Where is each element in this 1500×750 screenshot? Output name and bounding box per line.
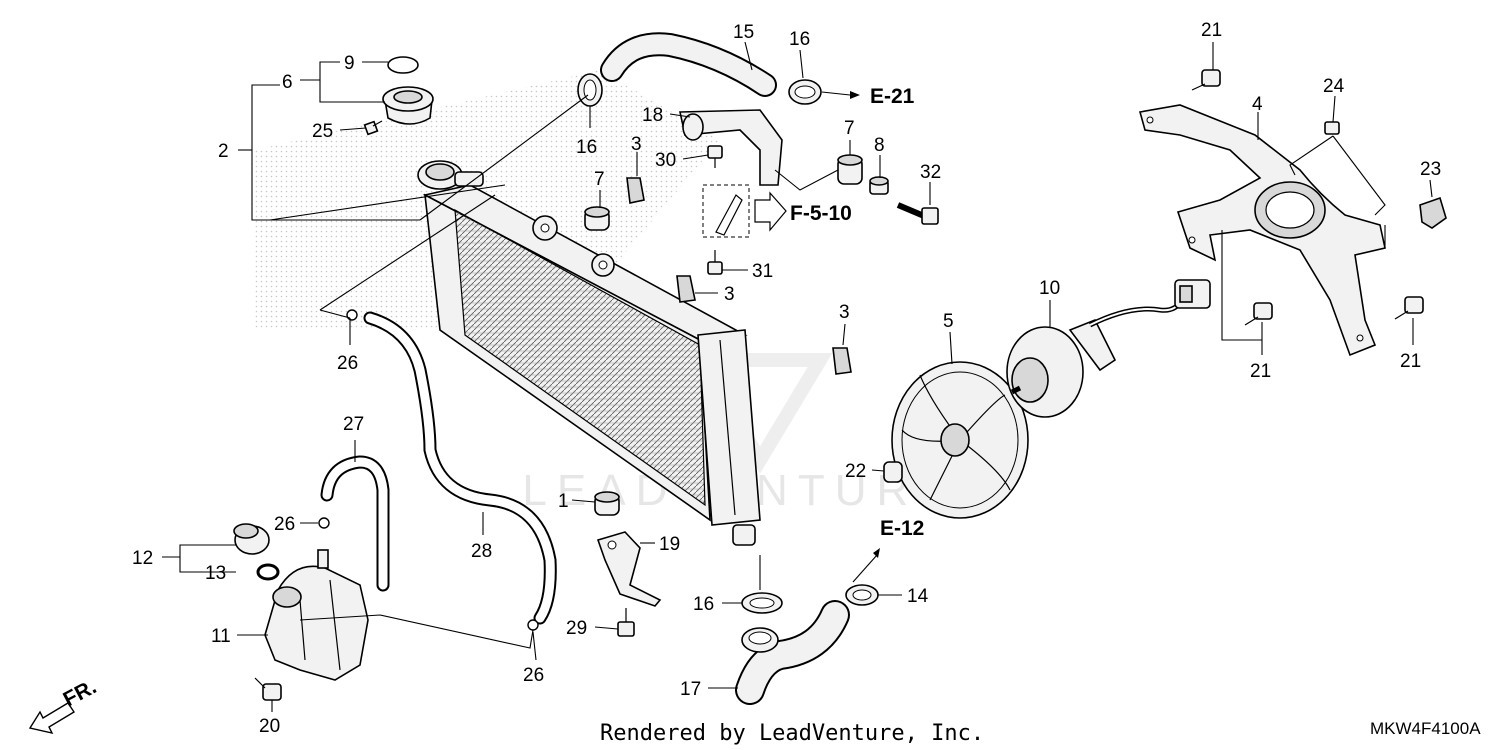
reference-box-f510 bbox=[702, 184, 750, 238]
reference-e12: E-12 bbox=[880, 517, 924, 540]
bolt-24 bbox=[1324, 121, 1340, 135]
callout-16c: 16 bbox=[693, 594, 714, 615]
callout-7b: 7 bbox=[844, 118, 855, 139]
callout-27: 27 bbox=[343, 414, 364, 435]
callout-13: 13 bbox=[205, 563, 226, 584]
clip-3-b bbox=[676, 275, 696, 303]
callout-numbers: 1 2 3 3 3 4 5 6 7 7 8 9 10 11 12 13 14 1… bbox=[132, 20, 1441, 737]
radiator-cap bbox=[382, 86, 434, 125]
callout-23: 23 bbox=[1420, 159, 1441, 180]
reserve-tank-cap bbox=[233, 523, 270, 555]
callout-32: 32 bbox=[920, 162, 941, 183]
callout-1: 1 bbox=[558, 491, 569, 512]
callout-17: 17 bbox=[680, 679, 701, 700]
grommet-7-a bbox=[584, 206, 610, 231]
bolt-29 bbox=[617, 608, 635, 637]
leader-lines bbox=[162, 41, 1433, 712]
callout-22: 22 bbox=[845, 461, 866, 482]
bolt-30 bbox=[707, 145, 723, 168]
callout-20: 20 bbox=[259, 716, 280, 737]
callout-31: 31 bbox=[752, 261, 773, 282]
hose-clamp-lower-16 bbox=[741, 592, 783, 614]
fan-nut-22 bbox=[883, 461, 903, 483]
bolt-21-top bbox=[1191, 69, 1221, 91]
reference-e21: E-21 bbox=[870, 85, 915, 108]
callout-26a: 26 bbox=[337, 353, 358, 374]
tube-clip-26-mid bbox=[318, 517, 330, 529]
motor-connector bbox=[1174, 279, 1211, 309]
bracket-18 bbox=[679, 109, 783, 186]
callout-28: 28 bbox=[471, 541, 492, 562]
bolt-21-right bbox=[1394, 296, 1424, 320]
reserve-o-ring bbox=[256, 563, 280, 581]
callout-4: 4 bbox=[1252, 94, 1263, 115]
tube-clip-26-bottom bbox=[527, 619, 539, 631]
callout-8: 8 bbox=[874, 135, 885, 156]
callout-21a: 21 bbox=[1201, 20, 1222, 41]
rubber-mount-1 bbox=[594, 491, 620, 516]
callout-24: 24 bbox=[1323, 76, 1345, 97]
diagram-code: MKW4F4100A bbox=[1370, 719, 1481, 738]
clip-3-a bbox=[626, 177, 645, 204]
callout-2: 2 bbox=[218, 141, 229, 162]
footer-rendered-by: Rendered by LeadVenture, Inc. bbox=[600, 721, 984, 746]
callout-21c: 21 bbox=[1400, 351, 1421, 372]
callout-3b: 3 bbox=[724, 284, 735, 305]
radiator-assembly bbox=[417, 160, 761, 546]
reference-arrow-f510 bbox=[754, 191, 787, 232]
clip-23 bbox=[1419, 196, 1447, 229]
hose-clamp-14 bbox=[845, 584, 879, 606]
callout-6: 6 bbox=[282, 72, 293, 93]
callout-10: 10 bbox=[1039, 278, 1060, 299]
fan-shroud bbox=[1138, 104, 1386, 357]
callout-7a: 7 bbox=[594, 169, 605, 190]
reserve-tank bbox=[264, 549, 369, 681]
cooling-fan bbox=[891, 361, 1029, 519]
callout-21b: 21 bbox=[1250, 361, 1271, 382]
tube-clip-26-top bbox=[346, 309, 358, 321]
callout-30: 30 bbox=[655, 150, 676, 171]
callout-3c: 3 bbox=[839, 302, 850, 323]
callout-5: 5 bbox=[943, 311, 954, 332]
motor-wire bbox=[1088, 298, 1185, 328]
fan-motor bbox=[1006, 318, 1117, 418]
bolt-32 bbox=[896, 202, 939, 225]
hose-clamp-top-right bbox=[788, 79, 822, 105]
front-direction-arrow: FR. bbox=[28, 675, 100, 735]
callout-16b: 16 bbox=[789, 29, 810, 50]
callout-19: 19 bbox=[659, 534, 680, 555]
bolt-25 bbox=[363, 120, 383, 136]
o-ring bbox=[387, 56, 419, 74]
callout-14: 14 bbox=[907, 586, 929, 607]
bolt-21-left bbox=[1244, 302, 1273, 326]
callout-25: 25 bbox=[312, 121, 333, 142]
bolt-31 bbox=[707, 250, 723, 275]
callout-26b: 26 bbox=[274, 514, 295, 535]
clip-3-c bbox=[832, 347, 852, 375]
callout-12: 12 bbox=[132, 548, 153, 569]
bracket-19 bbox=[596, 531, 662, 607]
callout-26c: 26 bbox=[523, 665, 544, 686]
grommet-7-b bbox=[837, 154, 863, 185]
callout-15: 15 bbox=[733, 22, 754, 43]
callout-16a: 16 bbox=[576, 137, 597, 158]
callout-9: 9 bbox=[344, 53, 355, 74]
reference-f510: F-5-10 bbox=[790, 202, 852, 225]
callout-3a: 3 bbox=[631, 134, 642, 155]
callout-11: 11 bbox=[211, 626, 231, 647]
bolt-20 bbox=[254, 677, 282, 701]
callout-18: 18 bbox=[642, 105, 663, 126]
collar-8 bbox=[869, 176, 889, 195]
callout-29: 29 bbox=[566, 618, 587, 639]
hose-clamp-top-left bbox=[577, 73, 603, 107]
